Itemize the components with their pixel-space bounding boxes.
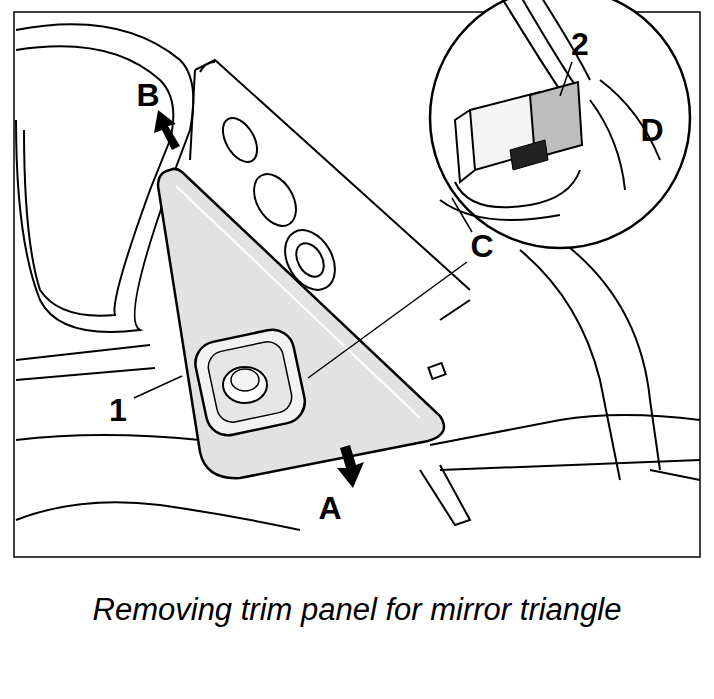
callout-number: 1 bbox=[109, 394, 127, 426]
arrow-letter: C bbox=[470, 230, 493, 262]
arrow-letter: A bbox=[318, 492, 341, 524]
callout-number: 2 bbox=[571, 28, 589, 60]
arrow-letter: B bbox=[136, 79, 159, 111]
figure-caption: Removing trim panel for mirror triangle bbox=[57, 590, 657, 630]
arrow-letter: D bbox=[640, 114, 663, 146]
